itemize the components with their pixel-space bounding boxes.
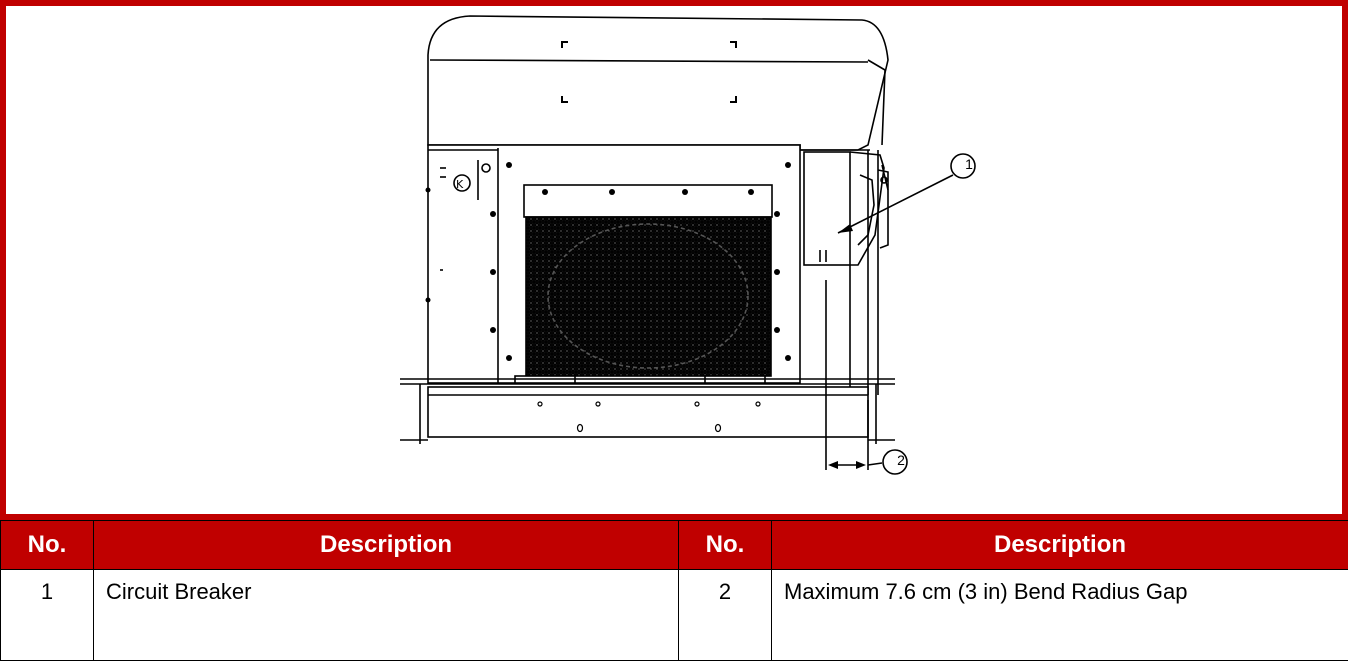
legend-header-row: No. Description No. Description — [1, 521, 1348, 570]
equipment-drawing: K — [6, 6, 1342, 514]
item-number: 1 — [1, 570, 94, 661]
item-number: 2 — [679, 570, 772, 661]
legend-row: 1 Circuit Breaker 2 Maximum 7.6 cm (3 in… — [1, 570, 1348, 661]
callout-2-label: 2 — [889, 452, 913, 468]
header-no-2: No. — [679, 521, 772, 570]
header-description-1: Description — [94, 521, 679, 570]
header-no-1: No. — [1, 521, 94, 570]
figure-frame: K — [0, 0, 1348, 520]
legend-table: No. Description No. Description 1 Circui… — [0, 520, 1348, 661]
item-description: Maximum 7.6 cm (3 in) Bend Radius Gap — [772, 570, 1348, 661]
header-description-2: Description — [772, 521, 1348, 570]
item-description: Circuit Breaker — [94, 570, 679, 661]
callout-1-label: 1 — [957, 156, 981, 172]
svg-text:K: K — [456, 178, 464, 191]
